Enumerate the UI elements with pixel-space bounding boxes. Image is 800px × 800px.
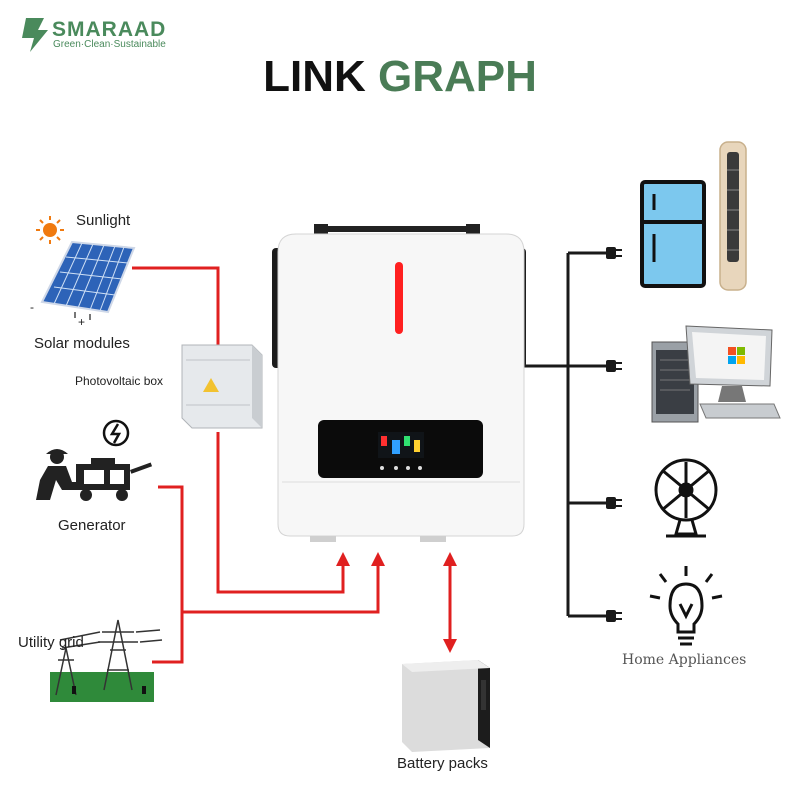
refrigerator-icon <box>640 180 706 288</box>
generator-icon <box>36 419 153 501</box>
sun-icon <box>36 216 64 244</box>
brand-name: SMARAAD <box>52 18 167 41</box>
solar-modules-label: Solar modules <box>34 335 130 352</box>
output-power-lines <box>522 251 608 618</box>
title-word-2: GRAPH <box>377 52 537 101</box>
solar-plus-label: + <box>78 315 86 329</box>
title-word-1: LINK <box>263 52 366 101</box>
utility-grid-label: Utility grid <box>18 634 84 651</box>
solar-panel-icon <box>40 240 136 320</box>
generator-label: Generator <box>58 517 126 534</box>
battery-packs-label: Battery packs <box>397 755 488 772</box>
pv-box-label: Photovoltaic box <box>75 374 164 388</box>
inverter-icon <box>272 224 526 542</box>
sunlight-label: Sunlight <box>76 212 131 229</box>
arrow-heads <box>336 552 457 653</box>
page-title: LINK GRAPH <box>0 52 800 102</box>
home-appliances-label: Home Appliances <box>622 652 747 668</box>
computer-icon <box>651 325 781 423</box>
utility-grid-icon <box>50 619 163 702</box>
brand-tagline: Green·Clean·Sustainable <box>53 39 166 50</box>
solar-minus-label: - <box>30 300 34 314</box>
fan-icon <box>654 458 718 538</box>
brand-logo-icon <box>22 18 48 52</box>
light-bulb-icon <box>649 566 723 646</box>
pv-box-icon <box>181 344 263 429</box>
plug-icons <box>606 247 622 622</box>
input-power-lines <box>132 266 452 664</box>
battery-icon <box>402 660 490 752</box>
air-conditioner-icon <box>719 141 747 291</box>
